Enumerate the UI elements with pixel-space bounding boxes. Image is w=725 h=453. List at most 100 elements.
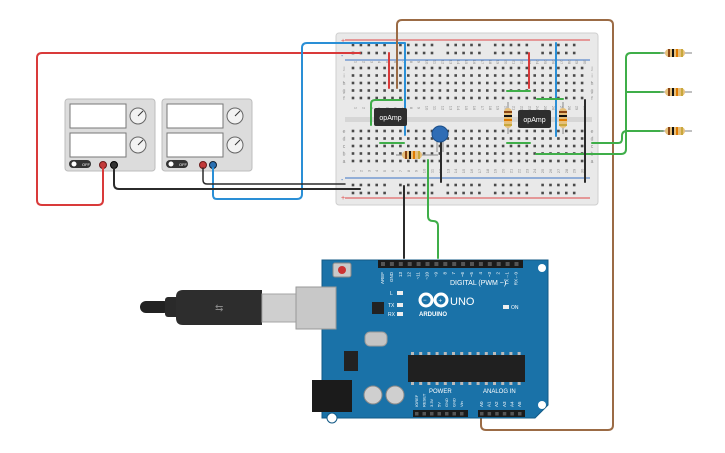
resistor-right-1[interactable] [660, 49, 692, 57]
breadboard-hole[interactable] [501, 137, 505, 140]
breadboard-hole[interactable] [454, 152, 457, 155]
rail-hole[interactable] [446, 43, 450, 47]
breadboard-hole[interactable] [414, 81, 418, 85]
rail-hole[interactable] [549, 43, 552, 47]
rail-hole[interactable] [383, 43, 386, 47]
breadboard-hole[interactable] [367, 144, 371, 148]
breadboard-hole[interactable] [486, 159, 489, 163]
breadboard-hole[interactable] [557, 81, 560, 85]
breadboard-hole[interactable] [549, 137, 552, 140]
breadboard-hole[interactable] [454, 159, 457, 163]
breadboard-hole[interactable] [383, 159, 386, 163]
breadboard-hole[interactable] [399, 74, 402, 77]
digital-pin[interactable] [461, 262, 466, 266]
breadboard-hole[interactable] [438, 89, 442, 92]
breadboard-hole[interactable] [414, 137, 418, 140]
rail-hole[interactable] [470, 51, 473, 55]
breadboard-hole[interactable] [470, 159, 473, 163]
breadboard-hole[interactable] [517, 96, 521, 100]
breadboard-hole[interactable] [391, 89, 394, 92]
breadboard-hole[interactable] [470, 129, 473, 133]
rail-hole[interactable] [572, 191, 576, 195]
rail-hole[interactable] [430, 43, 434, 47]
breadboard-hole[interactable] [533, 137, 536, 140]
breadboard-hole[interactable] [375, 66, 378, 70]
breadboard-hole[interactable] [509, 137, 513, 140]
breadboard-hole[interactable] [383, 152, 386, 155]
rail-hole[interactable] [367, 51, 371, 55]
rail-hole[interactable] [462, 183, 465, 187]
rail-hole[interactable] [541, 183, 544, 187]
breadboard-hole[interactable] [580, 129, 584, 133]
breadboard-hole[interactable] [430, 159, 434, 163]
breadboard-hole[interactable] [462, 144, 465, 148]
breadboard-hole[interactable] [557, 129, 560, 133]
rail-hole[interactable] [414, 183, 418, 187]
breadboard-hole[interactable] [383, 129, 386, 133]
breadboard-hole[interactable] [422, 152, 426, 155]
digital-pin[interactable] [496, 262, 501, 266]
breadboard-hole[interactable] [501, 144, 505, 148]
breadboard-hole[interactable] [580, 74, 584, 77]
breadboard-hole[interactable] [525, 129, 529, 133]
rail-hole[interactable] [470, 191, 473, 195]
breadboard-hole[interactable] [580, 144, 584, 148]
breadboard-hole[interactable] [430, 74, 434, 77]
breadboard-hole[interactable] [565, 89, 568, 92]
breadboard-hole[interactable] [541, 81, 544, 85]
breadboard-hole[interactable] [359, 159, 363, 163]
power-pin[interactable] [415, 412, 419, 416]
rail-hole[interactable] [351, 43, 355, 47]
breadboard-hole[interactable] [533, 66, 536, 70]
breadboard-hole[interactable] [549, 66, 552, 70]
breadboard-hole[interactable] [383, 74, 386, 77]
breadboard-hole[interactable] [533, 152, 536, 155]
rail-hole[interactable] [525, 191, 529, 195]
breadboard-hole[interactable] [430, 81, 434, 85]
breadboard-hole[interactable] [375, 74, 378, 77]
rail-hole[interactable] [565, 43, 568, 47]
breadboard-hole[interactable] [565, 159, 568, 163]
rail-hole[interactable] [430, 183, 434, 187]
breadboard-hole[interactable] [493, 96, 497, 100]
breadboard-hole[interactable] [557, 137, 560, 140]
rail-hole[interactable] [509, 191, 513, 195]
breadboard-hole[interactable] [399, 129, 402, 133]
breadboard-hole[interactable] [367, 152, 371, 155]
breadboard-hole[interactable] [509, 81, 513, 85]
breadboard-hole[interactable] [501, 89, 505, 92]
rail-hole[interactable] [462, 43, 465, 47]
breadboard-hole[interactable] [399, 96, 402, 100]
breadboard-hole[interactable] [367, 129, 371, 133]
breadboard-hole[interactable] [407, 74, 410, 77]
breadboard-hole[interactable] [486, 74, 489, 77]
digital-pin[interactable] [470, 262, 474, 266]
rail-hole[interactable] [470, 183, 473, 187]
rail-hole[interactable] [493, 191, 497, 195]
rail-hole[interactable] [359, 191, 363, 195]
breadboard-hole[interactable] [478, 74, 481, 77]
breadboard-hole[interactable] [383, 89, 386, 92]
breadboard-hole[interactable] [462, 74, 465, 77]
breadboard-hole[interactable] [446, 89, 450, 92]
breadboard-hole[interactable] [501, 81, 505, 85]
breadboard-hole[interactable] [572, 137, 576, 140]
power-pin[interactable] [437, 412, 442, 416]
breadboard-hole[interactable] [414, 159, 418, 163]
breadboard-hole[interactable] [486, 66, 489, 70]
power-pin[interactable] [430, 412, 434, 416]
breadboard-hole[interactable] [486, 144, 489, 148]
rail-hole[interactable] [399, 191, 402, 195]
breadboard-hole[interactable] [486, 137, 489, 140]
breadboard-hole[interactable] [549, 74, 552, 77]
breadboard-hole[interactable] [359, 96, 363, 100]
breadboard-hole[interactable] [430, 89, 434, 92]
green-wire-resistor-bottom[interactable] [591, 130, 664, 144]
breadboard-hole[interactable] [565, 96, 568, 100]
rail-hole[interactable] [446, 183, 450, 187]
rail-hole[interactable] [509, 183, 513, 187]
breadboard-hole[interactable] [478, 137, 481, 140]
breadboard-hole[interactable] [446, 159, 450, 163]
breadboard-hole[interactable] [454, 89, 457, 92]
breadboard-hole[interactable] [351, 144, 355, 148]
